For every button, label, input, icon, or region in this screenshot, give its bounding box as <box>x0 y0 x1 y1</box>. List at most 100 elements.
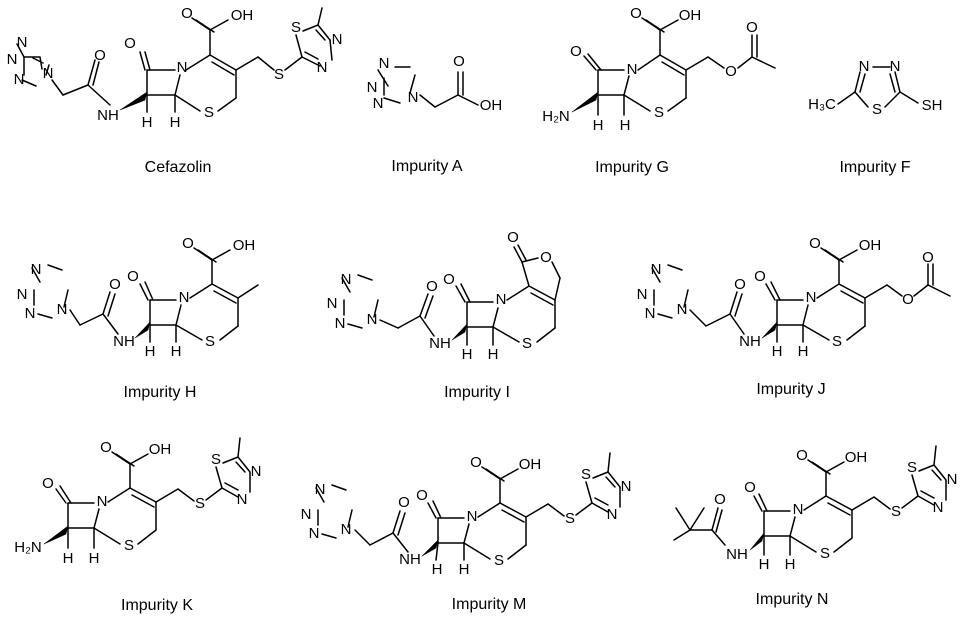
atom-s: S <box>565 510 575 527</box>
atom-n: N <box>627 61 638 78</box>
atom-o: O <box>416 487 428 504</box>
atom-oh: OH <box>480 97 503 114</box>
caption-impurity-g: Impurity G <box>595 159 669 176</box>
atom-oh: OH <box>233 237 256 254</box>
atom-h: H <box>432 561 443 578</box>
structure-impurity-j: N N N N O NH O H H N S <box>637 235 951 360</box>
atom-n: N <box>496 291 507 308</box>
atom-n: N <box>651 261 662 278</box>
atom-s: S <box>205 333 215 350</box>
atom-n: N <box>251 463 262 480</box>
structure-impurity-f: H₃C N N S SH <box>808 58 942 118</box>
atom-h: H <box>89 550 100 567</box>
atom-n: N <box>859 58 870 75</box>
atom-o: O <box>453 53 465 70</box>
structure-impurity-h: N N N N O NH O H H N S <box>17 235 259 360</box>
atom-n: N <box>335 315 346 332</box>
atom-o: O <box>94 47 106 64</box>
atom-h: H <box>63 550 74 567</box>
atom-n: N <box>947 471 958 488</box>
atom-h: H <box>593 117 604 134</box>
atom-n: N <box>341 271 352 288</box>
atom-h2n: H₂N <box>14 539 42 556</box>
atom-o: O <box>540 249 552 266</box>
atom-n: N <box>317 59 328 76</box>
structure-impurity-m: N N N N O NH O H H N S <box>301 452 631 578</box>
atom-o: O <box>809 235 821 252</box>
atom-o: O <box>746 19 758 36</box>
atom-o: O <box>714 491 726 508</box>
atom-o: O <box>443 271 455 288</box>
atom-n: N <box>607 506 618 523</box>
caption-impurity-a: Impurity A <box>391 158 463 175</box>
atom-o: O <box>734 276 746 293</box>
atom-h: H <box>759 556 770 573</box>
atom-o: O <box>725 63 737 80</box>
atom-n: N <box>179 289 190 306</box>
atom-n: N <box>327 295 338 312</box>
atom-h: H <box>785 556 796 573</box>
atom-s: S <box>494 552 504 569</box>
atom-o: O <box>754 268 766 285</box>
atom-o: O <box>744 479 756 496</box>
atom-n: N <box>25 305 36 322</box>
atom-h: H <box>798 343 809 360</box>
atom-nh: NH <box>97 107 119 124</box>
atom-o: O <box>127 268 139 285</box>
atom-s: S <box>654 104 664 121</box>
atom-s: S <box>124 537 134 554</box>
atom-h3c: H₃C <box>808 96 836 113</box>
atom-oh: OH <box>149 441 172 458</box>
structure-impurity-a: N N N N O OH <box>367 53 503 114</box>
atom-n: N <box>7 51 18 68</box>
atom-n: N <box>237 491 248 508</box>
atom-h: H <box>171 343 182 360</box>
atom-n: N <box>890 58 901 75</box>
atom-o: O <box>100 439 112 456</box>
atom-o: O <box>570 43 582 60</box>
caption-impurity-n: Impurity N <box>755 591 829 608</box>
atom-nh: NH <box>739 333 761 350</box>
atom-h2n: H₂N <box>542 108 570 125</box>
atom-oh: OH <box>859 237 882 254</box>
atom-s: S <box>274 66 284 83</box>
atom-h: H <box>459 561 470 578</box>
atom-oh: OH <box>845 449 868 466</box>
atom-n: N <box>97 493 108 510</box>
structure-impurity-i: N N N N O NH O H H N S <box>327 229 561 363</box>
atom-o: O <box>398 494 410 511</box>
atom-s: S <box>820 545 830 562</box>
atom-n: N <box>373 95 384 112</box>
atom-n: N <box>379 55 390 72</box>
atom-h: H <box>772 343 783 360</box>
atom-n: N <box>645 305 656 322</box>
atom-n: N <box>467 508 478 525</box>
atom-o: O <box>922 249 934 266</box>
atom-n: N <box>408 89 419 106</box>
atom-h: H <box>145 343 156 360</box>
structure-cefazolin: N N N N O NH O H H N <box>7 5 343 131</box>
atom-n: N <box>31 261 42 278</box>
atom-n: N <box>17 34 28 51</box>
caption-impurity-j: Impurity J <box>756 381 826 398</box>
atom-s: S <box>581 466 591 483</box>
atom-h: H <box>462 346 473 363</box>
atom-n: N <box>309 525 320 542</box>
caption-impurity-f: Impurity F <box>839 159 911 176</box>
atom-s: S <box>891 503 901 520</box>
caption-impurity-m: Impurity M <box>451 596 527 613</box>
atom-n: N <box>793 501 804 518</box>
atom-n: N <box>341 521 352 538</box>
atom-h: H <box>488 346 499 363</box>
atom-s: S <box>204 104 214 121</box>
caption-impurity-k: Impurity K <box>120 597 194 614</box>
atom-n: N <box>57 301 68 318</box>
atom-oh: OH <box>519 456 542 473</box>
atom-n: N <box>315 481 326 498</box>
atom-s: S <box>522 335 532 352</box>
atom-o: O <box>796 447 808 464</box>
atom-o: O <box>630 5 642 22</box>
atom-n: N <box>301 506 312 523</box>
atom-s: S <box>872 101 882 118</box>
atom-o: O <box>426 278 438 295</box>
